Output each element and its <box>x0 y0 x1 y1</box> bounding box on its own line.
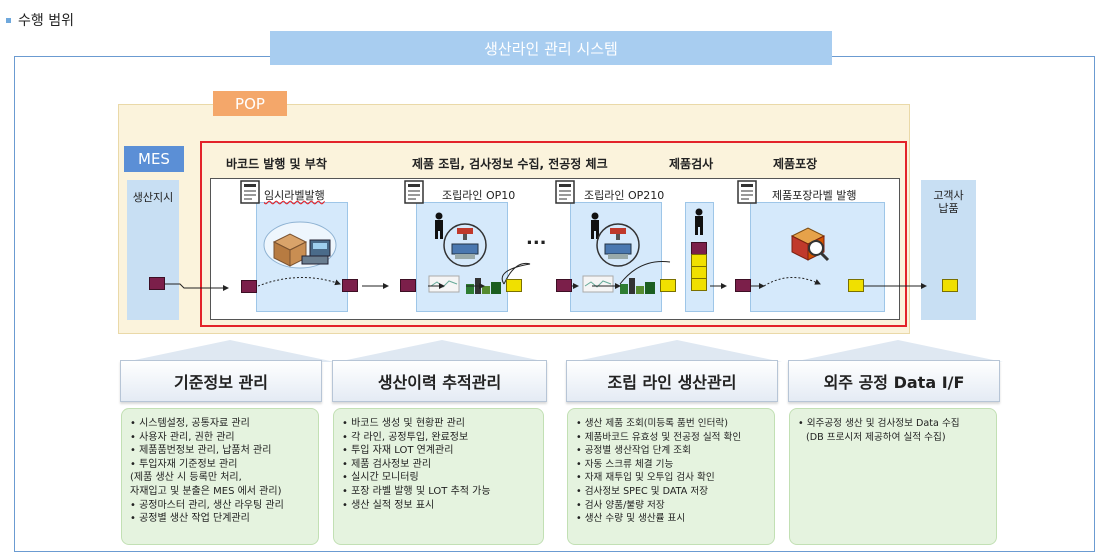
list-item: • 자동 스크류 체결 기능 <box>576 458 674 470</box>
mes-label: MES <box>124 146 184 172</box>
step-pack-label-box <box>750 202 885 312</box>
barcode-print-icon <box>263 221 337 269</box>
module-list: • 외주공정 생산 및 검사정보 Data 수집 (DB 프로시저 제공하여 실… <box>789 408 997 545</box>
list-item: • 투입자재 기준정보 관리 <box>130 458 238 470</box>
document-icon <box>737 180 757 204</box>
list-item: (제품 생산 시 등록만 처리, <box>130 472 242 484</box>
document-icon <box>555 180 575 204</box>
list-item: • 생산 제품 조회(미등록 품번 인터락) <box>576 418 728 429</box>
module-list: • 시스템설정, 공통자료 관리 • 사용자 관리, 권한 관리 • 제품품번정… <box>121 408 319 545</box>
list-item: • 제품 검사정보 관리 <box>342 458 432 470</box>
product-icon <box>942 279 958 292</box>
product-icon <box>506 279 522 292</box>
module-list: • 생산 제품 조회(미등록 품번 인터락) • 제품바코드 유효성 및 전공정… <box>567 408 775 545</box>
pop-scope-highlight <box>200 141 907 327</box>
module-cap <box>793 340 1003 362</box>
package-inspect-icon <box>790 227 830 262</box>
list-item: • 공정별 생산작업 단계 조회 <box>576 445 691 457</box>
stage-inspection: 제품검사 <box>669 157 714 171</box>
process-flow-line <box>164 260 927 291</box>
document-icon <box>404 180 424 204</box>
step-temp-label: 임시라벨발행 <box>264 187 325 203</box>
list-item: • 제품바코드 유효성 및 전공정 실적 확인 <box>576 431 742 443</box>
inspector-icon <box>695 208 703 235</box>
customer-delivery-column: 고객사 납품 <box>921 180 976 320</box>
system-title-banner: 생산라인 관리 시스템 <box>270 31 832 65</box>
list-item: • 검사 양품/불량 저장 <box>576 499 665 511</box>
module-header: 외주 공정 Data I/F <box>788 360 1000 402</box>
list-item: • 실시간 모니터링 <box>342 472 419 484</box>
stage-packing: 제품포장 <box>773 157 818 171</box>
list-item: • 공정마스터 관리, 생산 라우팅 관리 <box>130 499 284 511</box>
product-icon <box>848 279 864 292</box>
production-order-column: 생산지시 <box>127 180 179 320</box>
list-item: • 검사정보 SPEC 및 DATA 저장 <box>576 485 709 497</box>
product-icon <box>342 279 358 292</box>
step-op210-label: 조립라인 OP210 <box>584 189 665 202</box>
assembly-machine-icon <box>596 223 640 267</box>
bullet-icon <box>6 17 11 23</box>
customer-text: 고객사 <box>933 189 964 202</box>
delivery-text: 납품 <box>938 202 959 215</box>
document-icon <box>240 180 260 204</box>
module-list: • 바코드 생성 및 현황판 관리 • 각 라인, 공정투입, 완료정보 • 투… <box>333 408 544 545</box>
list-item: 자재입고 및 분출은 MES 에서 관리) <box>130 485 282 497</box>
stacked-product-icon <box>691 278 707 291</box>
list-item: • 포장 라벨 발행 및 LOT 추적 가능 <box>342 485 491 497</box>
list-item: • 제품품번정보 관리, 납품처 관리 <box>130 445 272 457</box>
worker-icon <box>591 212 599 239</box>
list-item: • 투입 자재 LOT 연계관리 <box>342 445 454 457</box>
product-icon <box>556 279 572 292</box>
module-cap <box>125 340 335 362</box>
worker-icon <box>435 212 443 239</box>
module-header: 조립 라인 생산관리 <box>566 360 778 402</box>
module-header: 기준정보 관리 <box>120 360 322 402</box>
stage-barcode: 바코드 발행 및 부착 <box>226 157 327 171</box>
production-order-text: 생산지시 <box>132 191 174 204</box>
ellipsis-text: ... <box>526 228 547 249</box>
stage-assembly: 제품 조립, 검사정보 수집, 전공정 체크 <box>412 155 608 172</box>
list-item: • 사용자 관리, 권한 관리 <box>130 431 235 443</box>
product-icon <box>660 279 676 292</box>
module-header: 생산이력 추적관리 <box>332 360 547 402</box>
list-item: • 외주공정 생산 및 검사정보 Data 수집 <box>798 418 960 429</box>
section-title: 수행 범위 <box>6 10 74 30</box>
pop-label: POP <box>213 91 287 116</box>
list-item: • 각 라인, 공정투입, 완료정보 <box>342 431 469 443</box>
inspection-data-icon <box>582 275 655 294</box>
list-item: • 시스템설정, 공통자료 관리 <box>130 418 250 429</box>
product-icon <box>149 277 165 290</box>
module-cap <box>337 340 547 362</box>
step-temp-label-text: 임시라벨발행 <box>264 189 325 202</box>
stage-assembly-text: 제품 조립, 검사정보 수집, 전공정 체크 <box>412 157 608 171</box>
step-pack-label: 제품포장라벨 발행 <box>772 189 857 202</box>
list-item: • 자재 재투입 및 오투입 검사 확인 <box>576 472 715 484</box>
list-item: • 생산 실적 정보 표시 <box>342 499 435 511</box>
product-icon <box>241 280 257 293</box>
section-title-text: 수행 범위 <box>18 13 74 29</box>
module-cap <box>572 340 782 362</box>
list-item: (DB 프로시저 제공하여 실적 수집) <box>806 431 946 443</box>
list-item: • 바코드 생성 및 현황판 관리 <box>342 418 465 429</box>
step-op10-label: 조립라인 OP10 <box>442 189 516 202</box>
product-icon <box>400 279 416 292</box>
assembly-machine-icon <box>443 223 487 267</box>
list-item: • 생산 수량 및 생산률 표시 <box>576 513 686 525</box>
product-icon <box>735 279 751 292</box>
list-item: • 공정별 생산 작업 단계관리 <box>130 513 250 525</box>
